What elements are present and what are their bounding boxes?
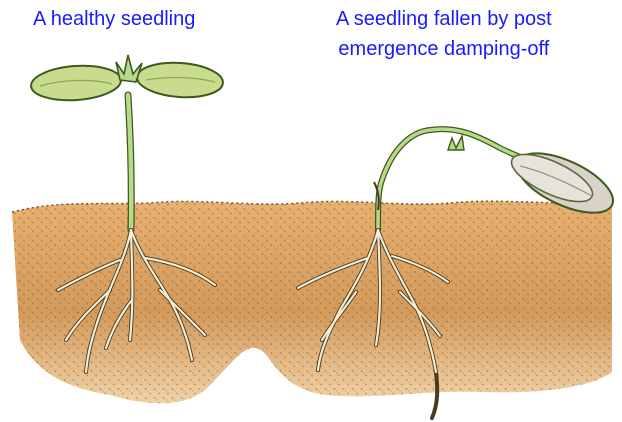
fallen-seedling-label-line1: A seedling fallen by post [336,4,552,34]
soil [12,201,612,403]
fallen-seedling-label-line2: emergence damping-off [336,34,552,64]
fallen-seedling-label: A seedling fallen by post emergence damp… [336,4,552,64]
healthy-seedling-label: A healthy seedling [33,4,195,34]
